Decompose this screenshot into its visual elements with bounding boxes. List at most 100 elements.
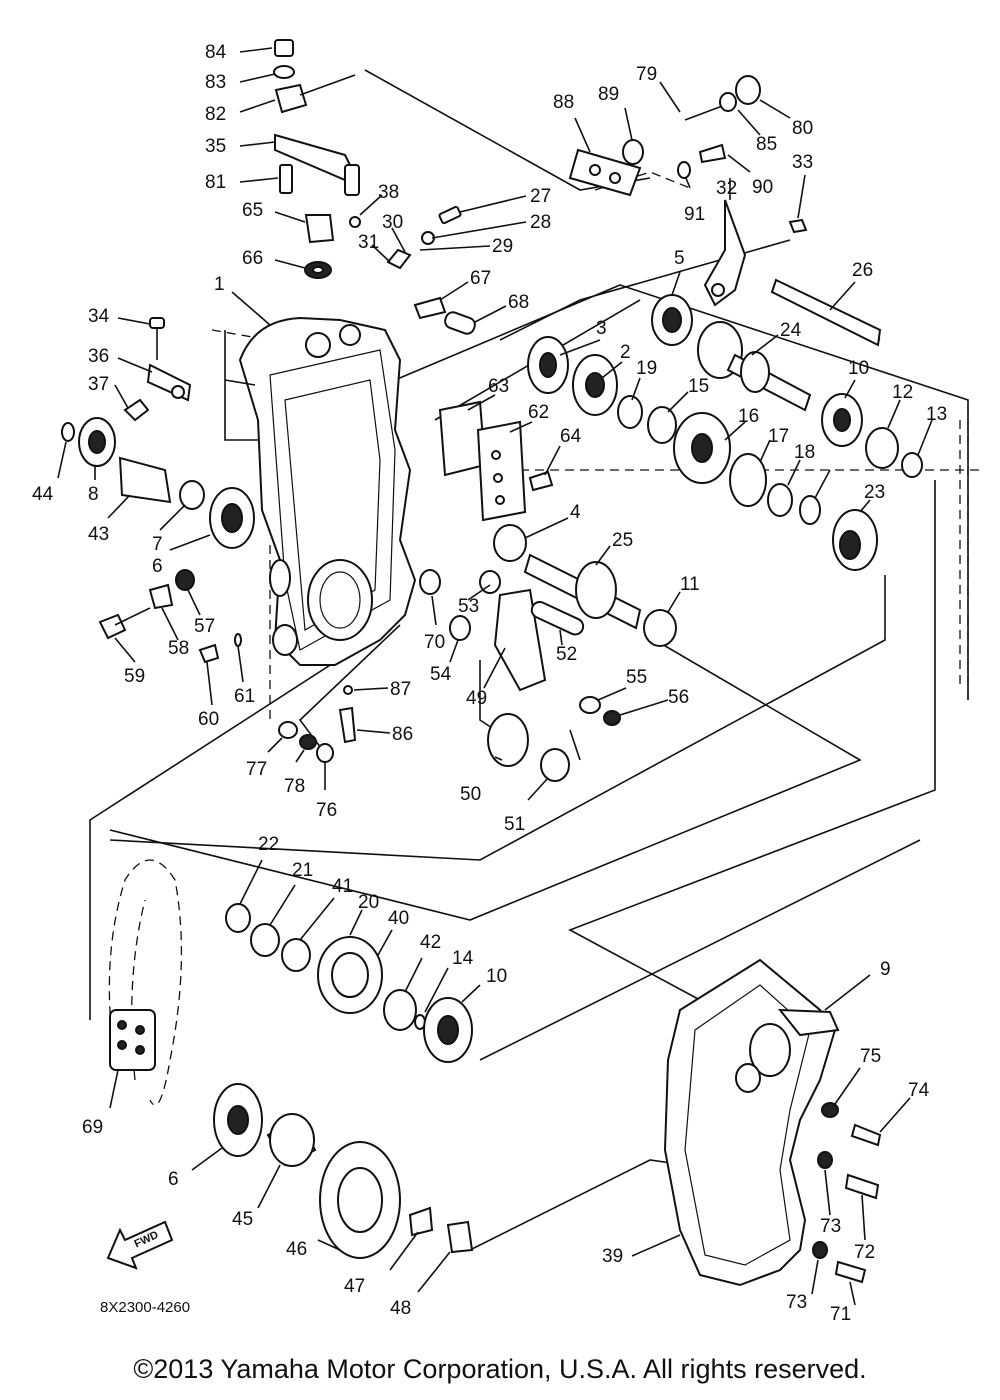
part-label: 11 bbox=[680, 574, 700, 595]
part-label: 90 bbox=[752, 177, 773, 198]
part-label: 6 bbox=[152, 556, 163, 577]
part-label: 41 bbox=[332, 876, 353, 897]
cover-plates bbox=[438, 400, 554, 522]
leader-lines bbox=[57, 47, 933, 1306]
outer-case bbox=[663, 958, 882, 1287]
lower-shaft-group bbox=[225, 903, 473, 1063]
part-label: 73 bbox=[820, 1216, 841, 1237]
lower-sprocket-group bbox=[213, 1083, 474, 1259]
part-label: 16 bbox=[738, 406, 759, 427]
part-label: 77 bbox=[246, 759, 267, 780]
part-label: 60 bbox=[198, 709, 219, 730]
part-label: 78 bbox=[284, 776, 305, 797]
part-label: 21 bbox=[292, 860, 313, 881]
part-label: 67 bbox=[470, 268, 491, 289]
part-label: 70 bbox=[424, 632, 445, 653]
part-label: 3 bbox=[596, 318, 607, 339]
part-label: 33 bbox=[792, 152, 813, 173]
part-label: 19 bbox=[636, 358, 657, 379]
part-label: 6 bbox=[168, 1169, 179, 1190]
part-label: 17 bbox=[768, 426, 789, 447]
part-label: 62 bbox=[528, 402, 549, 423]
part-label: 24 bbox=[780, 320, 802, 341]
part-label: 30 bbox=[382, 212, 403, 233]
part-label: 32 bbox=[716, 178, 737, 199]
part-label: 7 bbox=[152, 534, 163, 555]
part-label: 44 bbox=[32, 484, 54, 505]
part-label: 75 bbox=[860, 1046, 881, 1067]
part-label: 58 bbox=[168, 638, 189, 659]
part-label: 89 bbox=[598, 84, 619, 105]
part-label: 59 bbox=[124, 666, 145, 687]
part-label: 80 bbox=[792, 118, 813, 139]
part-label: 47 bbox=[344, 1276, 365, 1297]
shift-lever-group bbox=[273, 39, 476, 335]
part-label: 85 bbox=[756, 134, 777, 155]
part-label: 66 bbox=[242, 248, 263, 269]
part-label: 39 bbox=[602, 1246, 623, 1267]
part-label: 84 bbox=[205, 42, 227, 63]
part-label: 12 bbox=[892, 382, 913, 403]
diagram-code: 8X2300-4260 bbox=[100, 1299, 190, 1316]
part-label: 34 bbox=[88, 306, 110, 327]
part-label: 72 bbox=[854, 1242, 875, 1263]
part-label: 87 bbox=[390, 679, 411, 700]
part-label: 54 bbox=[430, 664, 452, 685]
part-labels: 84 83 82 35 81 65 66 38 27 28 29 30 31 6… bbox=[32, 42, 947, 1325]
part-label: 25 bbox=[612, 530, 633, 551]
drive-chain bbox=[108, 859, 183, 1106]
part-label: 22 bbox=[258, 834, 279, 855]
part-label: 2 bbox=[620, 342, 631, 363]
part-label: 69 bbox=[82, 1117, 103, 1138]
part-label: 27 bbox=[530, 186, 551, 207]
small-bolts bbox=[278, 685, 357, 763]
transmission-case bbox=[224, 316, 417, 666]
part-label: 55 bbox=[626, 667, 647, 688]
part-label: 68 bbox=[508, 292, 529, 313]
part-label: 13 bbox=[926, 404, 947, 425]
part-label: 56 bbox=[668, 687, 689, 708]
part-label: 40 bbox=[388, 908, 409, 929]
part-label: 57 bbox=[194, 616, 215, 637]
part-label: 14 bbox=[452, 948, 474, 969]
part-label: 5 bbox=[674, 248, 685, 269]
part-label: 65 bbox=[242, 200, 263, 221]
left-shaft-group bbox=[61, 317, 255, 664]
part-label: 64 bbox=[560, 426, 582, 447]
part-label: 91 bbox=[684, 204, 705, 225]
part-label: 35 bbox=[205, 136, 226, 157]
part-label: 10 bbox=[848, 358, 869, 379]
part-label: 42 bbox=[420, 932, 441, 953]
assembly-outlines bbox=[89, 69, 980, 1251]
part-label: 8 bbox=[88, 484, 99, 505]
part-label: 81 bbox=[205, 172, 226, 193]
part-label: 10 bbox=[486, 966, 507, 987]
part-label: 83 bbox=[205, 72, 226, 93]
part-label: 53 bbox=[458, 596, 479, 617]
part-label: 48 bbox=[390, 1298, 411, 1319]
part-label: 1 bbox=[214, 274, 225, 295]
part-label: 88 bbox=[553, 92, 574, 113]
part-label: 63 bbox=[488, 376, 509, 397]
part-label: 18 bbox=[794, 442, 815, 463]
part-label: 37 bbox=[88, 374, 109, 395]
part-label: 46 bbox=[286, 1239, 307, 1260]
part-label: 86 bbox=[392, 724, 413, 745]
part-label: 73 bbox=[786, 1292, 807, 1313]
part-label: 26 bbox=[852, 260, 873, 281]
part-label: 79 bbox=[636, 64, 657, 85]
part-label: 43 bbox=[88, 524, 109, 545]
forward-arrow-icon: FWD bbox=[106, 1220, 174, 1270]
part-label: 61 bbox=[234, 686, 255, 707]
part-label: 71 bbox=[830, 1304, 851, 1325]
part-label: 49 bbox=[466, 688, 487, 709]
part-label: 50 bbox=[460, 784, 481, 805]
part-label: 51 bbox=[504, 814, 525, 835]
part-label: 9 bbox=[880, 959, 891, 980]
part-label: 82 bbox=[205, 104, 226, 125]
part-label: 31 bbox=[358, 232, 379, 253]
drive-shaft-group bbox=[527, 294, 923, 571]
part-label: 29 bbox=[492, 236, 513, 257]
